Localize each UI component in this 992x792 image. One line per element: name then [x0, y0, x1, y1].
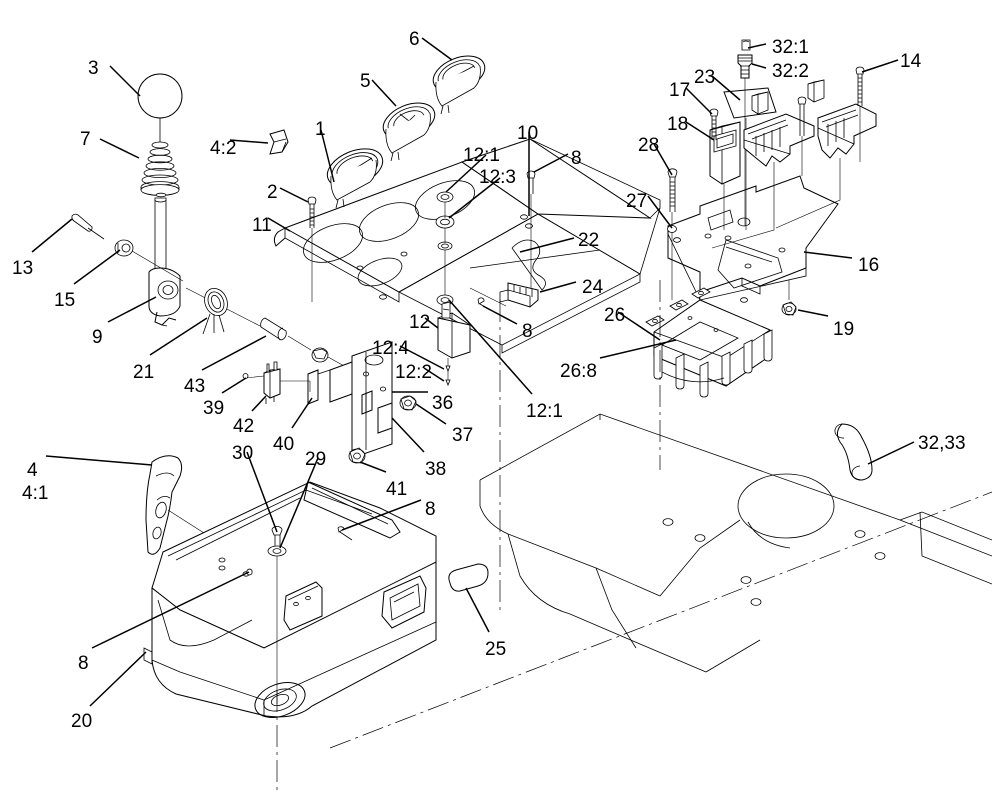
callout-9: 9	[92, 327, 103, 348]
screw-17	[709, 108, 719, 140]
callout-8-console-right: 8	[425, 499, 436, 520]
part-control-lever	[71, 73, 347, 368]
callout-2: 2	[267, 182, 278, 203]
part-dash-panel	[269, 55, 661, 354]
callout-12-1-bracket: 12:1	[526, 401, 563, 422]
part-frame-deck	[276, 280, 992, 790]
connector-24	[499, 282, 539, 308]
callout-4: 4	[27, 460, 38, 481]
callout-41: 41	[386, 479, 408, 500]
bolt-13	[71, 213, 105, 240]
gauge-1	[326, 148, 384, 209]
callout-23: 23	[694, 67, 716, 88]
callout-20: 20	[71, 711, 93, 732]
callout-36: 36	[432, 393, 454, 414]
callout-39: 39	[203, 398, 225, 419]
callout-8-panel-top: 8	[571, 148, 582, 169]
callout-24: 24	[582, 277, 604, 298]
part-console-cover	[143, 481, 489, 718]
relay-block-left	[743, 91, 815, 167]
callout-26-8: 26:8	[560, 361, 597, 382]
screw-2	[307, 196, 317, 302]
callout-32-33: 32,33	[918, 433, 966, 454]
module-18	[709, 121, 741, 230]
spring-21	[202, 287, 228, 335]
callout-42: 42	[233, 416, 255, 437]
switch-12	[437, 301, 471, 387]
callout-13: 13	[12, 258, 34, 279]
callout-7: 7	[80, 129, 91, 150]
callout-17: 17	[669, 80, 691, 101]
screw-14	[855, 66, 865, 162]
relay-block-right	[807, 79, 877, 159]
gauge-6	[432, 55, 486, 115]
callout-11: 11	[252, 215, 272, 236]
boot-bellows	[140, 141, 180, 196]
callout-29: 29	[305, 449, 327, 470]
callout-27: 27	[626, 191, 648, 212]
callout-26: 26	[604, 305, 626, 326]
callout-28: 28	[638, 135, 660, 156]
callout-12-2: 12:2	[395, 362, 432, 383]
callout-25: 25	[485, 639, 507, 660]
callout-12-3: 12:3	[479, 167, 516, 188]
clip-4-2	[269, 129, 289, 155]
callout-5: 5	[360, 71, 371, 92]
callout-40: 40	[273, 434, 295, 455]
part-hose	[834, 423, 873, 481]
callout-38: 38	[425, 459, 447, 480]
callout-1: 1	[315, 119, 326, 140]
callout-43: 43	[184, 376, 206, 397]
callout-14: 14	[900, 51, 922, 72]
callout-leaders	[31, 37, 915, 707]
part-mounting-plate	[667, 39, 877, 316]
fitting-32	[737, 39, 753, 226]
part-controller-module	[645, 287, 773, 398]
callout-10: 10	[517, 123, 539, 144]
part-switch-bracket	[242, 301, 471, 464]
callout-15: 15	[54, 290, 76, 311]
callout-8-panel-lower: 8	[522, 321, 533, 342]
controller-pins	[653, 329, 773, 398]
callout-19: 19	[833, 319, 855, 340]
switch-42	[263, 361, 281, 404]
callout-6: 6	[409, 29, 420, 50]
callout-4-2: 4:2	[210, 138, 237, 159]
callout-32-1: 32:1	[772, 37, 809, 58]
gauge-5	[382, 102, 436, 162]
callout-4-1: 4:1	[22, 483, 49, 504]
callout-12-4: 12:4	[372, 338, 409, 359]
callout-8-console-left: 8	[78, 653, 89, 674]
screw-center	[797, 96, 807, 176]
callout-30: 30	[232, 443, 254, 464]
callout-22: 22	[578, 230, 600, 251]
callout-12-1-panel: 12:1	[463, 145, 500, 166]
callout-3: 3	[88, 58, 99, 79]
callout-12: 12	[409, 312, 431, 333]
callout-32-2: 32:2	[772, 61, 809, 82]
callout-21: 21	[133, 362, 155, 383]
callout-37: 37	[452, 425, 474, 446]
callout-16: 16	[858, 255, 880, 276]
callout-18: 18	[667, 114, 689, 135]
